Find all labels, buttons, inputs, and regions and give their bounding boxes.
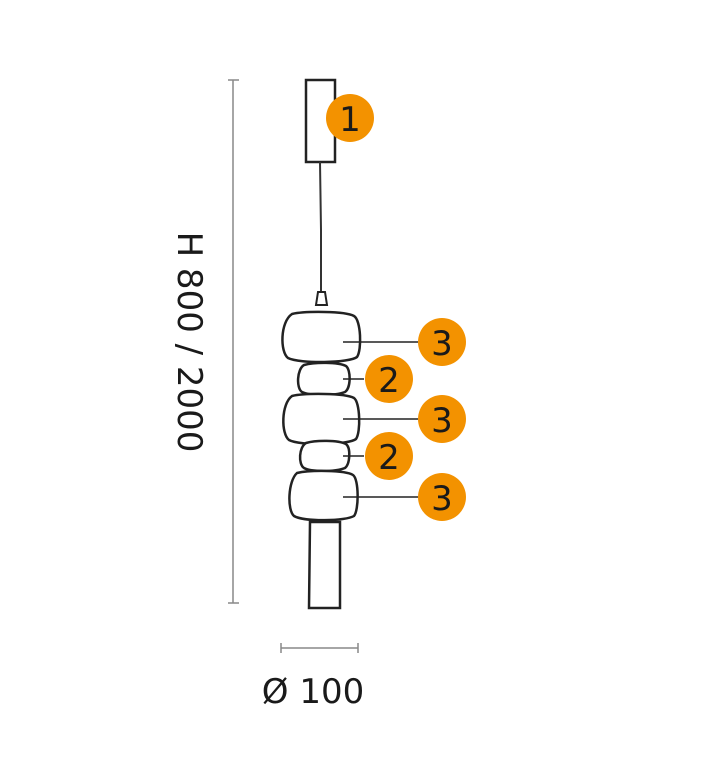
callout-badge: 1 — [326, 94, 374, 142]
callout-badge: 2 — [365, 355, 413, 403]
callout-number: 3 — [431, 324, 453, 364]
suspension-cable — [319, 161, 322, 292]
height-label: H 800 / 2000 — [169, 232, 209, 453]
glass-segment-bottom — [288, 469, 359, 522]
callout-badge: 3 — [418, 318, 466, 366]
callout-badge: 3 — [418, 473, 466, 521]
glass-segment-middle — [282, 392, 361, 446]
callout-badges: 1 3 2 3 2 3 — [326, 94, 466, 521]
glass-segment-small-upper — [296, 361, 351, 397]
callout-badge: 2 — [365, 432, 413, 480]
glass-segment-top — [281, 310, 362, 364]
callout-number: 2 — [378, 438, 400, 478]
callout-number: 2 — [378, 361, 400, 401]
leader-lines — [343, 341, 418, 498]
height-dimension — [228, 79, 239, 604]
diameter-dimension — [280, 643, 359, 653]
cable-connector — [314, 291, 329, 306]
callout-number: 3 — [431, 401, 453, 441]
callout-number: 3 — [431, 479, 453, 519]
glass-segment-small-lower — [298, 439, 351, 473]
callout-badge: 3 — [418, 395, 466, 443]
callout-number: 1 — [339, 100, 361, 140]
diameter-label: Ø 100 — [262, 672, 364, 712]
bottom-tube — [307, 520, 342, 610]
